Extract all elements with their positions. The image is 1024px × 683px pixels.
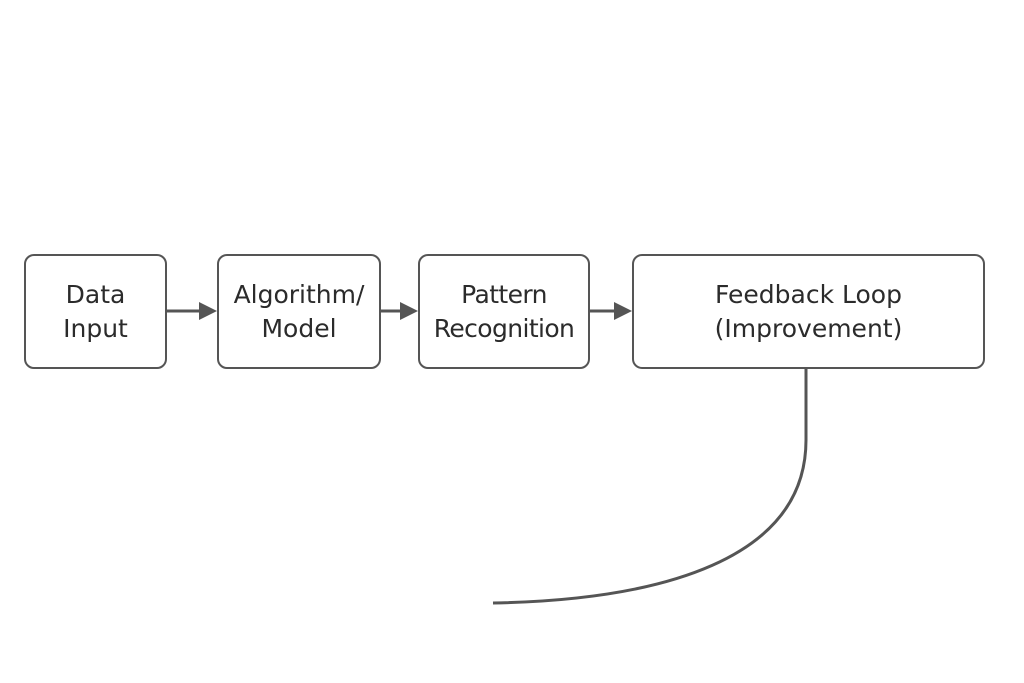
edge-pattern-to-feedback	[590, 302, 632, 320]
node-label-line: Feedback Loop	[715, 279, 902, 309]
node-pattern-recognition: Pattern Recognition	[418, 254, 590, 369]
node-label-line: Model	[261, 313, 337, 343]
edge-feedback-return-curve	[492, 369, 808, 605]
node-feedback-loop: Feedback Loop (Improvement)	[632, 254, 985, 369]
node-label-line: Data	[65, 279, 126, 309]
node-label-line: Algorithm/	[233, 279, 365, 309]
node-label-line: Pattern	[461, 279, 547, 309]
node-data-input: Data Input	[24, 254, 167, 369]
edge-data-input-to-algorithm	[167, 302, 217, 320]
node-label-line: Input	[63, 313, 128, 343]
edge-algorithm-to-pattern	[381, 302, 418, 320]
node-label-line: (Improvement)	[714, 313, 903, 343]
node-label-line: Recognition	[433, 313, 575, 343]
node-algorithm-model: Algorithm/ Model	[217, 254, 381, 369]
